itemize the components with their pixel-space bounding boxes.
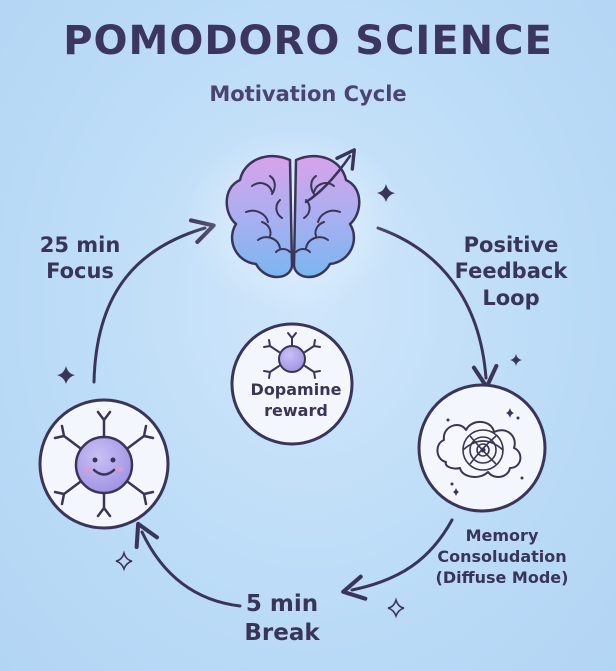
break-duration: 5 min bbox=[245, 591, 319, 617]
dopamine-label: Dopamine reward bbox=[226, 380, 366, 422]
page-title: POMODORO SCIENCE bbox=[63, 18, 553, 64]
focus-label: 25 min Focus bbox=[20, 232, 140, 285]
feedback-line-1: Positive bbox=[463, 233, 559, 257]
memory-line-2: Consoludation bbox=[437, 546, 567, 566]
arrow-memory-to-break bbox=[341, 518, 454, 601]
arrow-break-to-focus bbox=[134, 521, 242, 608]
sparkle-icon bbox=[377, 184, 395, 202]
page-subtitle: Motivation Cycle bbox=[209, 82, 407, 106]
focus-text: Focus bbox=[46, 259, 114, 284]
dopamine-line-1: Dopamine bbox=[250, 380, 342, 399]
sparkle-icon bbox=[115, 550, 133, 572]
dopamine-line-2: reward bbox=[264, 400, 328, 420]
sparkle-icon bbox=[387, 597, 405, 619]
memory-line-1: Memory bbox=[465, 526, 539, 545]
memory-line-3: (Diffuse Mode) bbox=[435, 567, 569, 587]
feedback-line-2: Feedback bbox=[454, 259, 568, 284]
break-text: Break bbox=[244, 619, 320, 646]
dopamine-neuron-icon bbox=[263, 332, 321, 379]
feedback-line-3: Loop bbox=[482, 285, 540, 310]
arrow-focus-to-brain bbox=[92, 218, 216, 384]
feedback-label: Positive Feedback Loop bbox=[436, 232, 586, 311]
cloud-swirl-icon bbox=[417, 383, 547, 513]
brain-icon bbox=[183, 128, 403, 312]
focus-duration: 25 min bbox=[39, 233, 121, 257]
smiling-neuron-icon bbox=[38, 398, 170, 530]
dopamine-reward-circle bbox=[230, 322, 354, 446]
memory-label: Memory Consoludation (Diffuse Mode) bbox=[412, 526, 592, 588]
break-label: 5 min Break bbox=[222, 590, 342, 648]
sparkle-icon bbox=[510, 354, 522, 366]
sparkle-icon bbox=[57, 366, 75, 384]
